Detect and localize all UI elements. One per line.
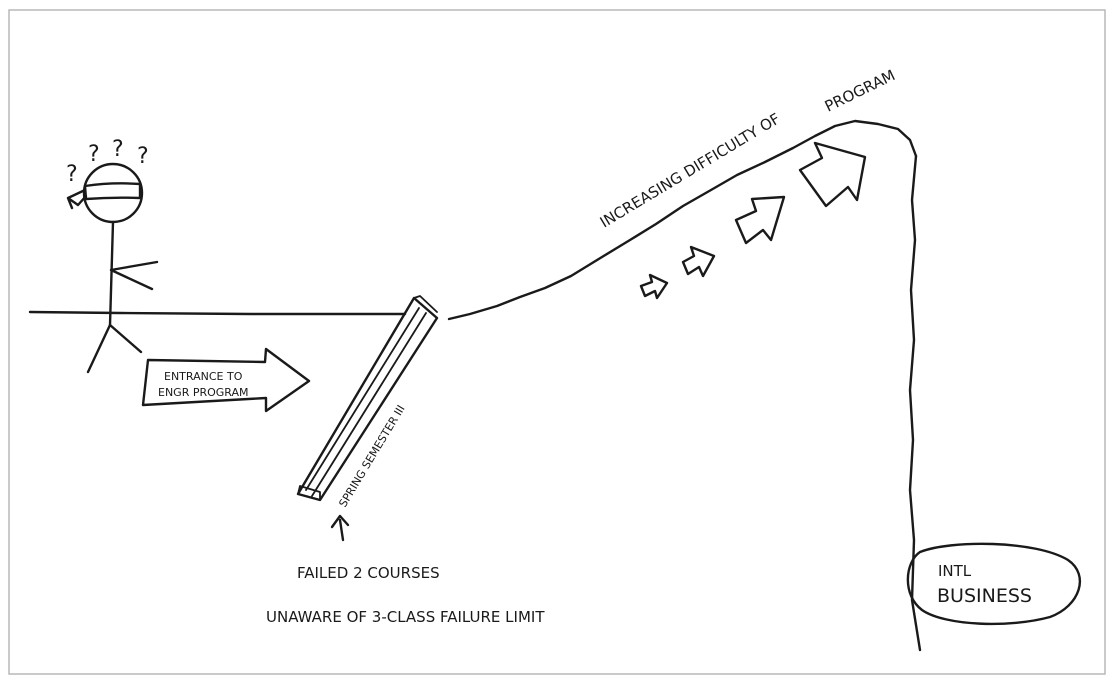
intl-label-line1: INTL [938,562,972,580]
question-mark: ? [112,137,124,162]
question-mark: ? [137,144,149,169]
question-mark: ? [66,162,78,187]
failed-courses-note: FAILED 2 COURSES [297,564,440,582]
entrance-label-line1: ENTRANCE TO [164,370,243,383]
unaware-note: UNAWARE OF 3-CLASS FAILURE LIMIT [266,608,545,626]
entrance-label-line2: ENGR PROGRAM [158,386,249,399]
intl-label-line2: BUSINESS [937,585,1032,607]
question-mark: ? [88,142,100,167]
